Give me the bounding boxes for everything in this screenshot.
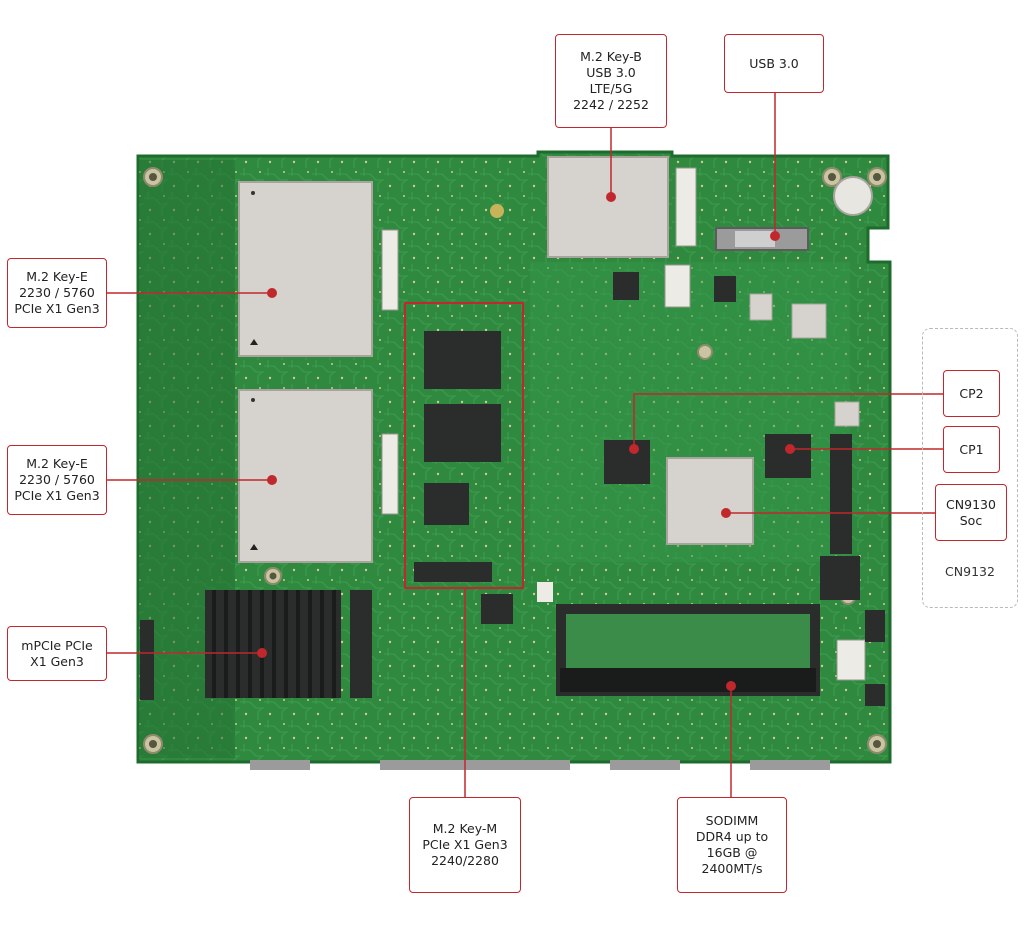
cn9132-variant-group xyxy=(922,328,1018,608)
callout-cp1: CP1 xyxy=(943,426,1000,473)
coin-battery xyxy=(833,176,873,216)
callout-usb30: USB 3.0 xyxy=(724,34,824,93)
callout-m2-key-m: M.2 Key-M PCIe X1 Gen3 2240/2280 xyxy=(409,797,521,893)
misc-components xyxy=(140,204,885,706)
callout-m2-key-e-mid: M.2 Key-E 2230 / 5760 PCIe X1 Gen3 xyxy=(7,445,107,515)
callout-cn9130: CN9130 Soc xyxy=(935,484,1007,541)
variant-label-cn9132: CN9132 xyxy=(945,564,995,579)
m2-key-b-shield xyxy=(547,156,669,258)
m2-key-m-highlight xyxy=(404,302,524,589)
cp2-chip xyxy=(604,440,650,484)
cp1-chip xyxy=(765,434,811,478)
soc-shield xyxy=(666,457,754,545)
m2-key-e-top-shield xyxy=(238,181,373,357)
m2-key-m-module xyxy=(414,331,513,624)
m2-key-e-mid-shield xyxy=(238,389,373,563)
callout-sodimm: SODIMM DDR4 up to 16GB @ 2400MT/s xyxy=(677,797,787,893)
callout-m2-key-b: M.2 Key-B USB 3.0 LTE/5G 2242 / 2252 xyxy=(555,34,667,128)
sodimm-slot xyxy=(556,604,820,696)
heatsink xyxy=(205,590,372,698)
leader-dots xyxy=(257,192,795,691)
leader-lines xyxy=(107,93,943,797)
callout-m2-key-e-top: M.2 Key-E 2230 / 5760 PCIe X1 Gen3 xyxy=(7,258,107,328)
callout-cp2: CP2 xyxy=(943,370,1000,417)
callout-mpcie: mPCIe PCIe X1 Gen3 xyxy=(7,626,107,681)
